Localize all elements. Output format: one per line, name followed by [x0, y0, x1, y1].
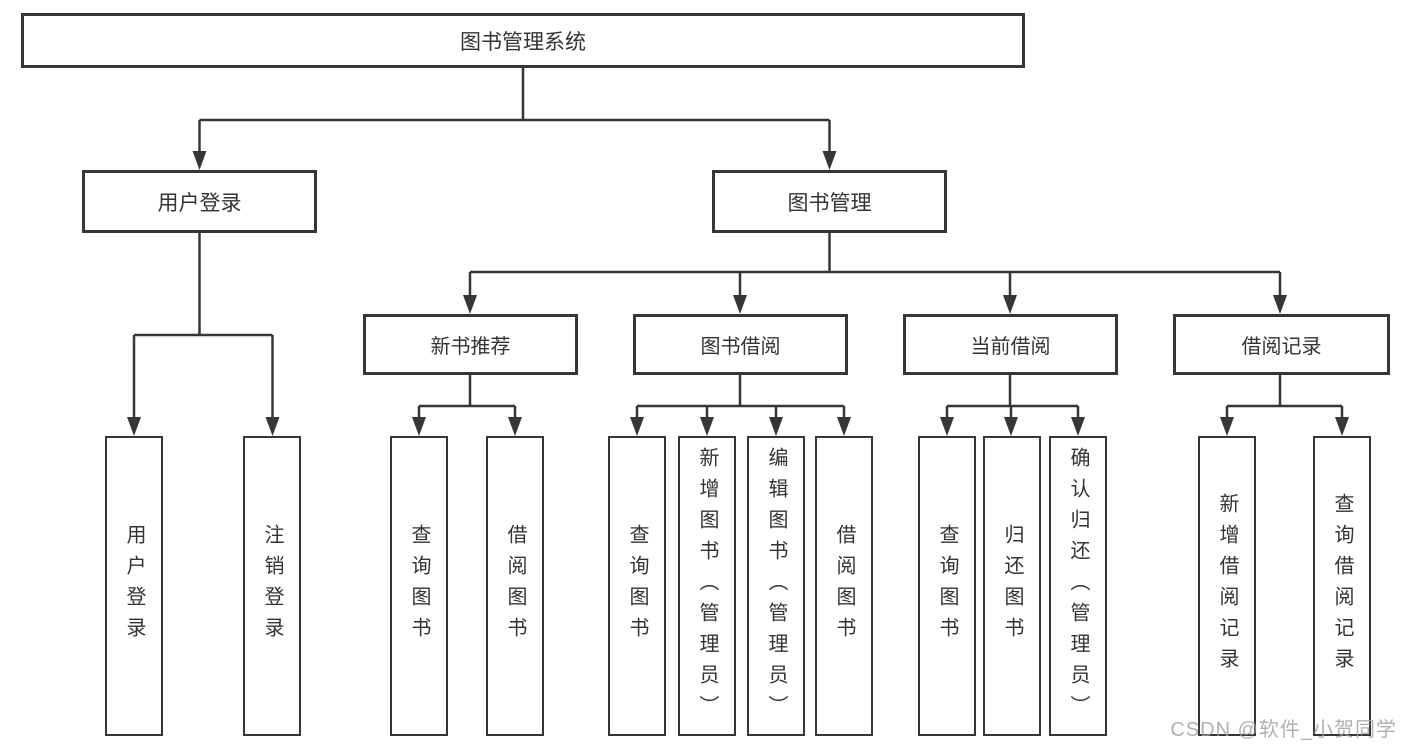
arrow-down-icon	[837, 417, 851, 436]
node-book-borrowing: 图书借阅	[633, 314, 848, 375]
arrow-down-icon	[733, 295, 747, 314]
leaf-label: 查询图书	[626, 524, 648, 648]
leaf-borrow-books-recommend: 借阅图书	[486, 436, 544, 736]
arrow-down-icon	[192, 151, 207, 170]
node-label: 当前借阅	[970, 336, 1051, 358]
leaf-label: 借阅图书	[833, 524, 855, 648]
node-label: 新书推荐	[430, 336, 511, 358]
arrow-down-icon	[1273, 295, 1287, 314]
leaf-label: 确认归还（管理员）	[1067, 446, 1089, 726]
arrow-down-icon	[1003, 295, 1017, 314]
arrow-down-icon	[265, 417, 280, 436]
leaf-label: 用户登录	[123, 524, 145, 648]
node-book-management: 图书管理	[712, 170, 947, 233]
arrow-down-icon	[1220, 417, 1234, 436]
leaf-return-books: 归还图书	[983, 436, 1041, 736]
leaf-label: 查询借阅记录	[1331, 493, 1353, 679]
node-label: 借阅记录	[1241, 336, 1322, 358]
node-new-book-recommendation: 新书推荐	[363, 314, 578, 375]
arrow-down-icon	[1071, 417, 1085, 436]
leaf-label: 归还图书	[1001, 524, 1023, 648]
leaf-edit-books-admin: 编辑图书（管理员）	[747, 436, 805, 736]
arrow-down-icon	[822, 151, 837, 170]
arrow-down-icon	[769, 417, 783, 436]
node-label: 用户登录	[157, 191, 242, 215]
arrow-down-icon	[127, 417, 141, 436]
node-borrowing-records: 借阅记录	[1173, 314, 1390, 375]
node-user-login: 用户登录	[82, 170, 317, 233]
arrow-down-icon	[940, 417, 954, 436]
leaf-query-borrow-record: 查询借阅记录	[1313, 436, 1371, 736]
leaf-query-books-current: 查询图书	[918, 436, 976, 736]
node-label: 图书管理	[787, 191, 872, 215]
node-label: 图书管理系统	[460, 30, 586, 54]
leaf-logout: 注销登录	[243, 436, 301, 736]
leaf-label: 新增图书（管理员）	[696, 446, 718, 726]
leaf-add-books-admin: 新增图书（管理员）	[678, 436, 736, 736]
leaf-query-books-borrowing: 查询图书	[608, 436, 666, 736]
leaf-label: 查询图书	[408, 524, 430, 648]
leaf-label: 注销登录	[261, 524, 283, 648]
arrow-down-icon	[700, 417, 714, 436]
leaf-borrow-books: 借阅图书	[815, 436, 873, 736]
leaf-label: 编辑图书（管理员）	[765, 446, 787, 726]
node-root: 图书管理系统	[21, 13, 1025, 68]
leaf-user-login: 用户登录	[105, 436, 163, 736]
arrow-down-icon	[508, 417, 522, 436]
arrow-down-icon	[630, 417, 644, 436]
leaf-confirm-return-admin: 确认归还（管理员）	[1049, 436, 1107, 736]
arrow-down-icon	[1004, 417, 1018, 436]
arrow-down-icon	[1335, 417, 1349, 436]
watermark: CSDN @软件_小贺同学	[1170, 719, 1397, 741]
leaf-add-borrow-record: 新增借阅记录	[1198, 436, 1256, 736]
leaf-label: 新增借阅记录	[1216, 493, 1238, 679]
arrow-down-icon	[412, 417, 426, 436]
leaf-query-books-recommend: 查询图书	[390, 436, 448, 736]
node-current-borrowing: 当前借阅	[903, 314, 1118, 375]
node-label: 图书借阅	[700, 336, 781, 358]
leaf-label: 查询图书	[936, 524, 958, 648]
leaf-label: 借阅图书	[504, 524, 526, 648]
arrow-down-icon	[463, 295, 477, 314]
